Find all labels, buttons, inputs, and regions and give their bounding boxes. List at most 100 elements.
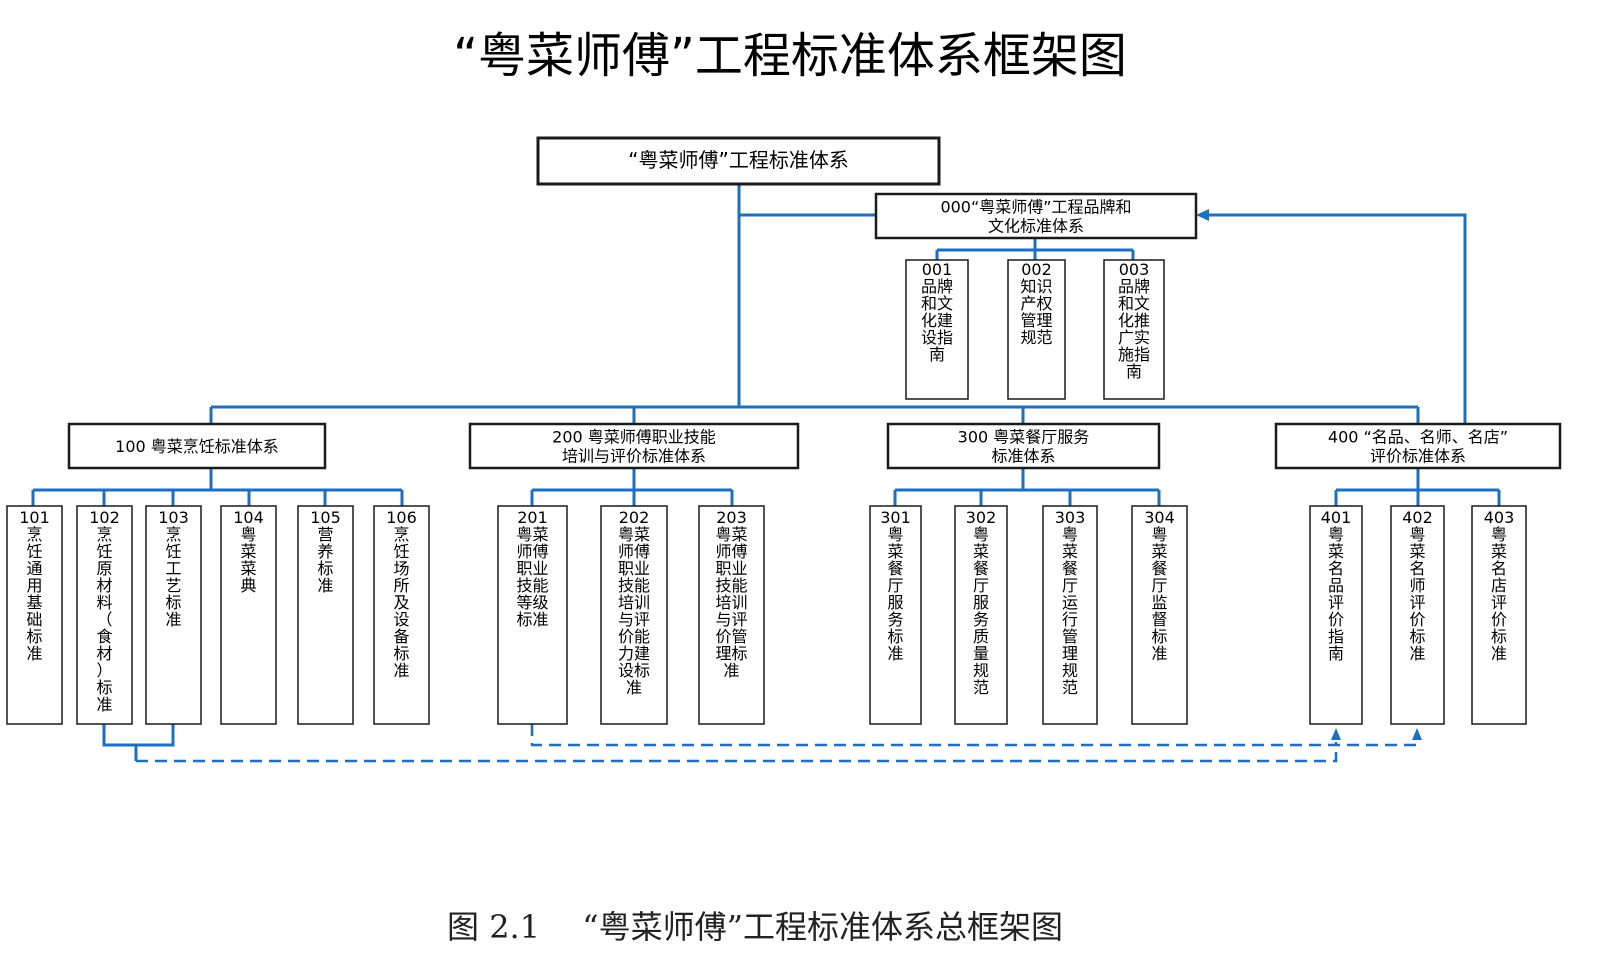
brand-child-001-text: 化建 (921, 311, 953, 330)
standard-box-106-text: 烹 (393, 525, 409, 544)
brand-child-001-text: 设指 (921, 328, 953, 347)
system-box-100: 100 粤菜烹饪标准体系 (67, 422, 327, 470)
standard-box-106-text: 及 (393, 593, 409, 612)
standard-box-401-text: 名 (1328, 559, 1344, 578)
standard-box-202-text: 职业 (618, 559, 650, 578)
brand-child-003-text: 和文 (1118, 294, 1150, 313)
standard-box-301-text: 菜 (887, 542, 903, 561)
standard-box-103-text: 烹 (165, 525, 181, 544)
standard-box-303-frame (1042, 505, 1098, 725)
brand-child-002-text: 002 (1021, 260, 1052, 279)
standard-box-301-frame (869, 505, 922, 725)
standard-box-303-text: 厅 (1062, 576, 1078, 595)
brand-child-003-text: 品牌 (1118, 277, 1150, 296)
standard-boxes: “粤菜师傅”工程标准体系000“粤菜师傅”工程品牌和文化标准体系001品牌和文化… (6, 136, 1562, 725)
brand-child-002-text: 规范 (1020, 328, 1052, 347)
standard-box-202-text: 师傅 (618, 542, 650, 561)
standard-box-401-text: 指 (1328, 627, 1344, 646)
standard-box-302-text: 服 (973, 593, 989, 612)
system100-children-bus (31, 468, 404, 506)
brand-box-text: 文化标准体系 (988, 217, 1084, 236)
standard-box-302-text: 302 (966, 508, 997, 527)
standard-box-203-text: 价管 (715, 627, 747, 646)
standard-box-101-text: 础 (26, 610, 42, 629)
brand-child-003-text: 南 (1126, 362, 1142, 381)
standard-box-202-text: 202 (619, 508, 650, 527)
standard-box-401-text: 品 (1328, 576, 1344, 595)
standard-box-302-text: 菜 (973, 542, 989, 561)
standard-box-402-text: 标 (1409, 627, 1425, 646)
standard-box-304-text: 准 (1151, 644, 1167, 663)
standard-box-201-text: 标准 (516, 610, 548, 629)
standard-box-103-frame (145, 505, 202, 725)
standard-box-402-text: 准 (1409, 644, 1425, 663)
standard-box-202-text: 与评 (618, 610, 650, 629)
standard-box-403-text: 标 (1491, 627, 1507, 646)
standard-box-202-text: 力建 (618, 644, 650, 663)
standard-box-203-text: 与评 (715, 610, 747, 629)
standard-box-106-text: 备 (393, 627, 409, 646)
standard-box-403-text: 准 (1491, 644, 1507, 663)
brand-child-002-text: 产权 (1020, 294, 1052, 313)
figure-caption: 图 2.1 “粤菜师傅”工程标准体系总框架图 (447, 908, 1063, 946)
standard-box-101-frame (6, 505, 63, 725)
brand-child-003-text: 施指 (1118, 345, 1150, 364)
standard-box-403-frame (1471, 505, 1527, 725)
standard-box-303-text: 运 (1062, 593, 1078, 612)
brand-child-001-text: 南 (929, 345, 945, 364)
diagram-title: “粤菜师傅”工程标准体系框架图 (453, 28, 1127, 84)
brand-child-001-text: 品牌 (921, 277, 953, 296)
brand-child-003-text: 003 (1119, 260, 1150, 279)
standard-box-303-text: 理 (1062, 644, 1078, 663)
brand-box-frame (874, 192, 1198, 240)
brand-child-001-frame (905, 259, 969, 400)
standard-box-101-text: 用 (26, 576, 42, 595)
brand-child-002-text: 知识 (1020, 277, 1052, 296)
brand-child-003-frame (1103, 259, 1165, 400)
standard-box-201-text: 201 (517, 508, 548, 527)
standard-box-102-text: 原 (96, 559, 112, 578)
standard-box-301-text: 301 (880, 508, 911, 527)
standard-box-202-text: 培训 (618, 593, 650, 612)
system-box-400-text: 评价标准体系 (1370, 447, 1466, 466)
standard-box-102-text: 饪 (96, 542, 112, 561)
standard-box-402-text: 402 (1402, 508, 1433, 527)
standard-box-304-text: 粤 (1151, 525, 1167, 544)
system400-to-brand (1208, 213, 1467, 424)
standard-box-102-frame (76, 505, 133, 725)
standard-box-301-text: 粤 (887, 525, 903, 544)
standard-box-203-text: 职业 (715, 559, 747, 578)
standard-box-102-text: ） (96, 661, 112, 680)
standard-box-106-text: 标 (393, 644, 409, 663)
brand-child-001-text: 001 (922, 260, 953, 279)
standard-box-106-text: 设 (393, 610, 409, 629)
standard-box-302-text: 规 (973, 661, 989, 680)
standard-box-403-text: 粤 (1491, 525, 1507, 544)
standard-box-303-text: 规 (1062, 661, 1078, 680)
standard-box-104-text: 粤 (240, 525, 256, 544)
standard-box-102-text: 材 (96, 644, 112, 663)
standard-box-302-text: 粤 (973, 525, 989, 544)
standard-box-302-text: 范 (973, 678, 989, 697)
standard-box-106-text: 106 (386, 508, 417, 527)
standard-box-106-text: 准 (393, 661, 409, 680)
standard-box-104-text: 典 (240, 576, 256, 595)
standard-box-103-text: 103 (158, 508, 189, 527)
standard-box-403-text: 店 (1491, 576, 1507, 595)
standard-box-304-text: 督 (1151, 610, 1167, 629)
standard-box-103-text: 饪 (165, 542, 181, 561)
standard-box-201-text: 粤菜 (516, 525, 548, 544)
